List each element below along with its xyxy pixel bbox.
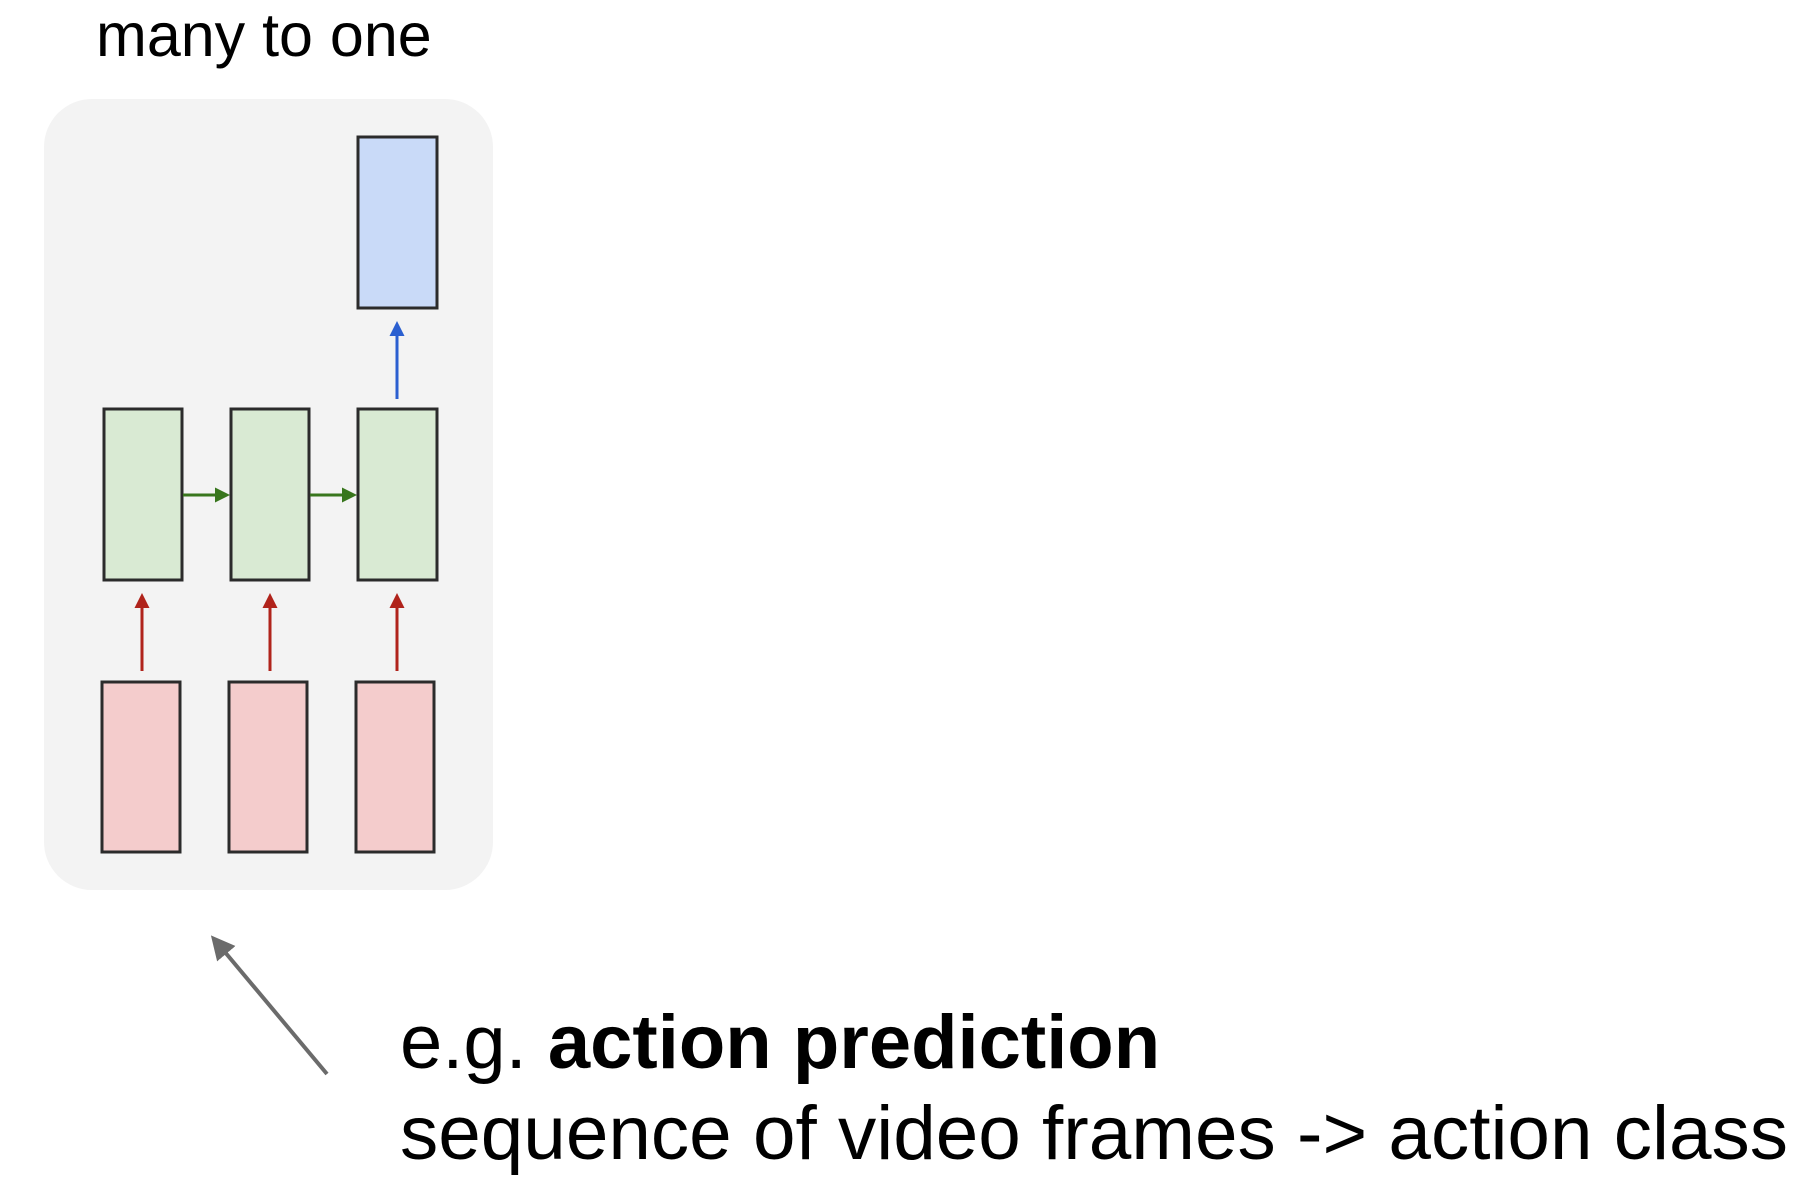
hidden-box-1 (102, 407, 184, 582)
hidden-box-2 (229, 407, 311, 582)
diagram-title: many to one (96, 1, 432, 69)
caption-prefix: e.g. (400, 1000, 527, 1085)
input-box-1 (100, 680, 182, 854)
input-box-3 (354, 680, 436, 854)
output-box (356, 135, 439, 310)
pointer-arrow (210, 935, 329, 1076)
caption-emphasis: action prediction (548, 1000, 1160, 1085)
hidden-box-3 (356, 407, 439, 582)
input-box-2 (227, 680, 309, 854)
caption-description: sequence of video frames -> action class (400, 1091, 1788, 1176)
caption-line-1: e.g. action prediction (400, 1000, 1160, 1085)
